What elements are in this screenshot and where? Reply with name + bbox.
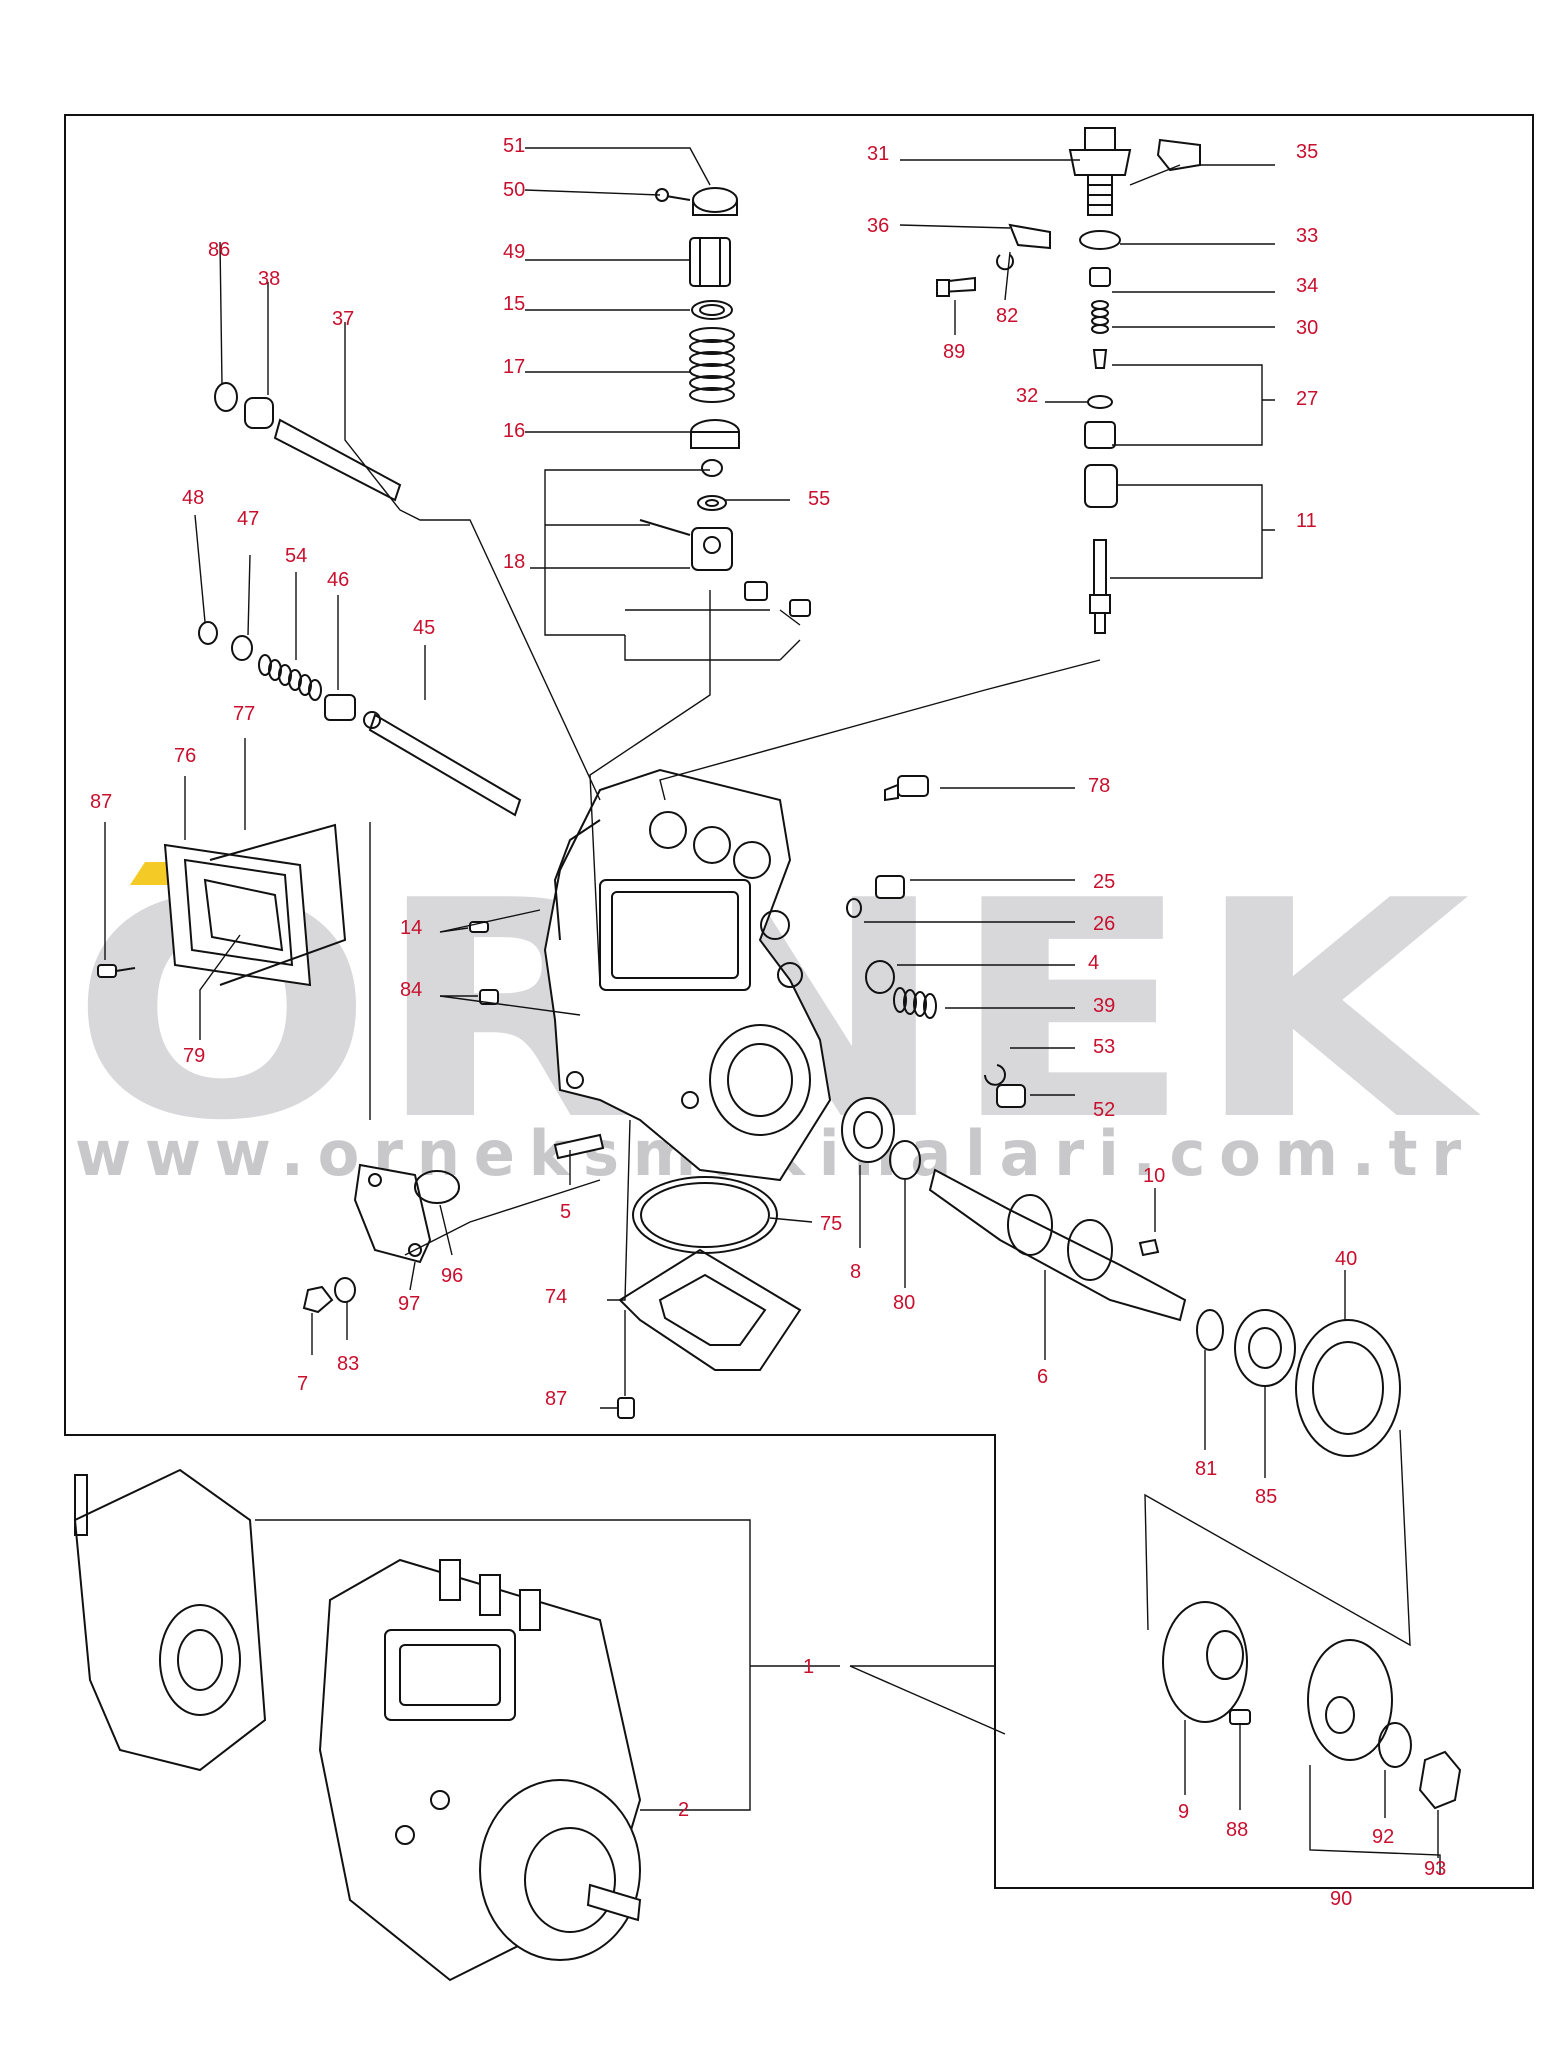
callout-54: 54: [285, 545, 307, 567]
callout-37: 37: [332, 308, 354, 330]
governor-stack: [639, 187, 811, 617]
callout-81: 81: [1195, 1458, 1217, 1480]
callout-5: 5: [560, 1201, 571, 1223]
callout-47: 47: [237, 508, 259, 530]
callout-9: 9: [1178, 1801, 1189, 1823]
callout-26: 26: [1093, 913, 1115, 935]
callout-93: 93: [1424, 1858, 1446, 1880]
callout-86: 86: [208, 239, 230, 261]
callout-53: 53: [1093, 1036, 1115, 1058]
callout-77: 77: [233, 703, 255, 725]
callout-50: 50: [503, 179, 525, 201]
callout-8: 8: [850, 1261, 861, 1283]
callout-36: 36: [867, 215, 889, 237]
callout-34: 34: [1296, 275, 1318, 297]
callout-6: 6: [1037, 1366, 1048, 1388]
callout-31: 31: [867, 143, 889, 165]
callout-27: 27: [1296, 388, 1318, 410]
callout-87-bottom: 87: [545, 1388, 567, 1410]
callout-92: 92: [1372, 1826, 1394, 1848]
inspection-cover: [97, 823, 347, 987]
callout-79: 79: [183, 1045, 205, 1067]
housing-fittings: [846, 775, 1026, 1108]
callout-88: 88: [1226, 1819, 1248, 1841]
callout-76: 76: [174, 745, 196, 767]
control-rack-parts: [198, 382, 522, 817]
callout-14: 14: [400, 917, 422, 939]
callout-11: 11: [1296, 510, 1317, 532]
lower-housing-parts: [302, 1133, 802, 1419]
callout-90: 90: [1330, 1888, 1352, 1910]
callout-74: 74: [545, 1286, 567, 1308]
assembled-pump: [73, 1468, 642, 1982]
callout-84: 84: [400, 979, 422, 1001]
coupling-parts: [1162, 1601, 1462, 1810]
callout-49: 49: [503, 241, 525, 263]
callout-51: 51: [503, 135, 525, 157]
callout-17: 17: [503, 356, 525, 378]
callout-48: 48: [182, 487, 204, 509]
callout-87-top: 87: [90, 791, 112, 813]
callout-46: 46: [327, 569, 349, 591]
callout-97: 97: [398, 1293, 420, 1315]
callout-18: 18: [503, 551, 525, 573]
callout-2: 2: [678, 1799, 689, 1821]
callout-45: 45: [413, 617, 435, 639]
delivery-valve-stack: [936, 127, 1201, 634]
callout-16: 16: [503, 420, 525, 442]
camshaft-assembly: [841, 1097, 1401, 1457]
callout-80: 80: [893, 1292, 915, 1314]
callout-89: 89: [943, 341, 965, 363]
callout-40: 40: [1335, 1248, 1357, 1270]
callout-30: 30: [1296, 317, 1318, 339]
callout-82: 82: [996, 305, 1018, 327]
callout-96: 96: [441, 1265, 463, 1287]
callout-55: 55: [808, 488, 830, 510]
callout-4: 4: [1088, 952, 1099, 974]
callouts: 51 50 49 15 17 16 55 18 31 35 36 33 34 3…: [90, 135, 1446, 1910]
parts: [73, 127, 1462, 1982]
frame-lines: [64, 114, 1534, 1889]
callout-32: 32: [1016, 385, 1038, 407]
callout-7: 7: [297, 1373, 308, 1395]
pump-housing: [543, 768, 832, 1182]
callout-38: 38: [258, 268, 280, 290]
callout-25: 25: [1093, 871, 1115, 893]
callout-35: 35: [1296, 141, 1318, 163]
callout-83: 83: [337, 1353, 359, 1375]
callout-78: 78: [1088, 775, 1110, 797]
callout-52: 52: [1093, 1099, 1115, 1121]
callout-39: 39: [1093, 995, 1115, 1017]
callout-10: 10: [1143, 1165, 1165, 1187]
callout-1: 1: [803, 1656, 814, 1678]
upper-frame: [64, 114, 1534, 1889]
callout-33: 33: [1296, 225, 1318, 247]
callout-75: 75: [820, 1213, 842, 1235]
callout-85: 85: [1255, 1486, 1277, 1508]
leader-lines: [104, 147, 1441, 1875]
callout-15: 15: [503, 293, 525, 315]
